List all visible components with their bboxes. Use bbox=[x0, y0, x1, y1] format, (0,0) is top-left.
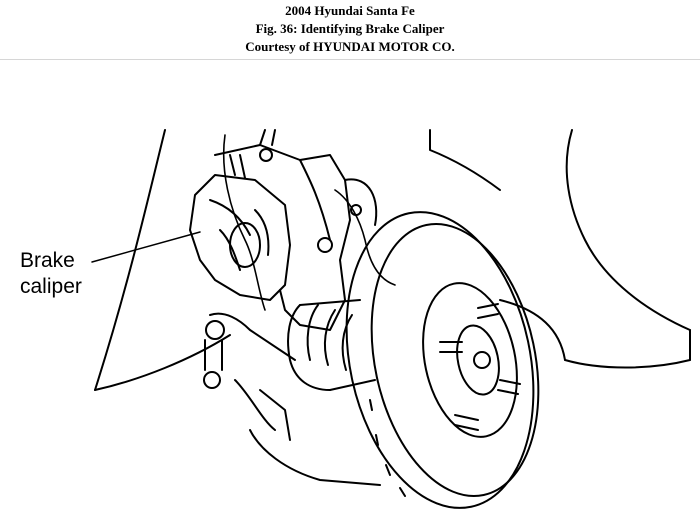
brake-caliper-callout: Brake caliper bbox=[20, 248, 82, 300]
brake-rotor bbox=[345, 211, 535, 509]
header-divider bbox=[0, 59, 700, 60]
lower-control-arm bbox=[249, 429, 381, 486]
wheel-stud bbox=[477, 303, 499, 319]
tie-rod bbox=[209, 312, 296, 361]
brake-caliper-illustration: Brake caliper bbox=[0, 60, 700, 513]
rotor-slot-marks bbox=[369, 399, 406, 497]
line-drawing bbox=[91, 129, 691, 509]
document-title: 2004 Hyundai Santa Fe bbox=[285, 3, 415, 18]
callout-leader bbox=[91, 231, 201, 263]
caliper-body bbox=[189, 174, 291, 301]
body-panel-outline bbox=[429, 129, 501, 191]
callout-line-1: Brake bbox=[20, 249, 75, 272]
steering-knuckle bbox=[214, 144, 351, 331]
axle-boot bbox=[287, 304, 331, 391]
wheel-well-outline bbox=[94, 129, 166, 391]
figure-caption: Fig. 36: Identifying Brake Caliper bbox=[255, 21, 445, 36]
callout-line-2: caliper bbox=[20, 275, 82, 298]
brake-hose bbox=[222, 134, 266, 311]
courtesy-line: Courtesy of HYUNDAI MOTOR CO. bbox=[245, 39, 455, 54]
figure-header: 2004 Hyundai Santa Fe Fig. 36: Identifyi… bbox=[0, 0, 700, 60]
